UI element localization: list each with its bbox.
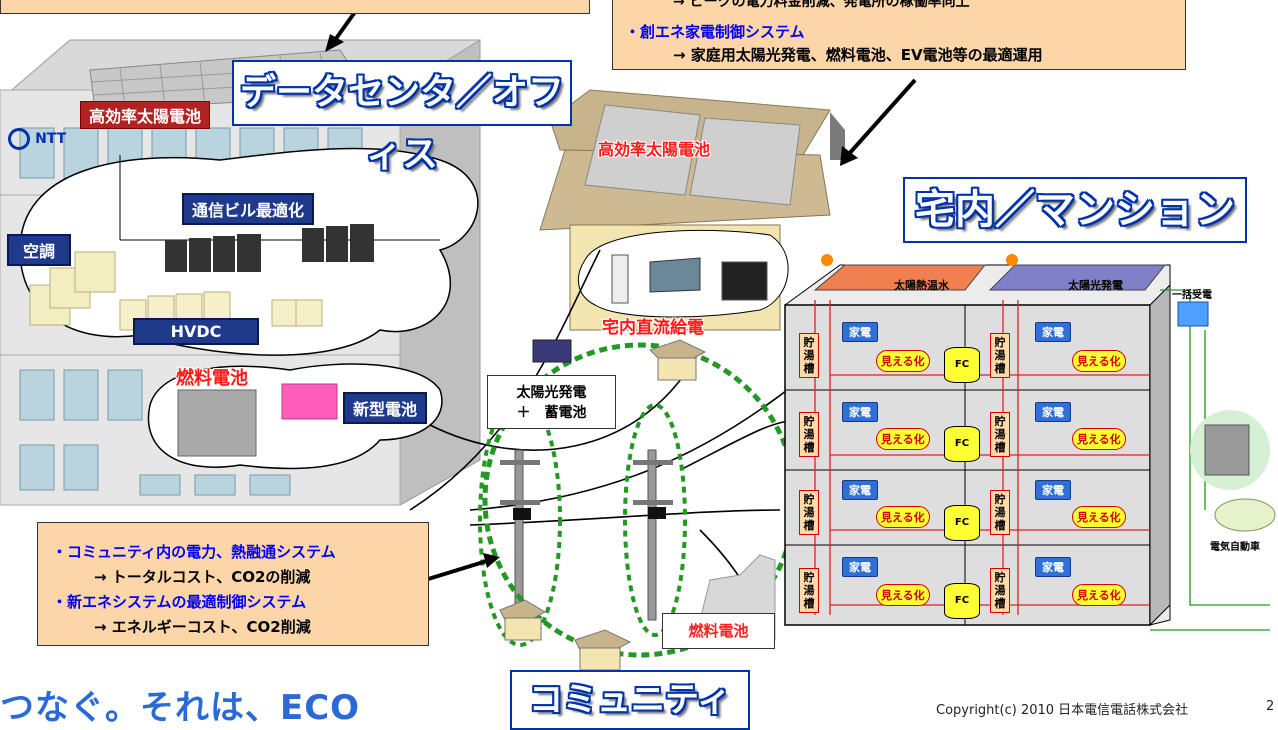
callout-bottom-left: ・コミュニティ内の電力、熱融通システム → トータルコスト、CO2の削減 ・新エ… xyxy=(37,522,429,646)
callout-bottom-left-line3: ・新エネシステムの最適制御システム xyxy=(52,593,307,611)
mansion-fc-2: FC xyxy=(944,426,980,462)
mansion-tank-1b: 貯湯槽 xyxy=(990,333,1010,378)
callout-top-left xyxy=(0,0,590,14)
mansion-mieru-1a: 見える化 xyxy=(876,350,930,372)
dc-optimize-label: 通信ビル最適化 xyxy=(182,193,315,225)
ntt-logo: NTT xyxy=(8,128,66,154)
mansion-solar-power-label: 太陽光発電 xyxy=(1068,279,1123,292)
callout-top-right-line2: ・創エネ家電制御システム xyxy=(625,23,805,41)
dc-solar-label: 高効率太陽電池 xyxy=(80,101,211,129)
mansion-kaden-4a: 家電 xyxy=(842,557,878,577)
mansion-mieru-2b: 見える化 xyxy=(1072,428,1126,450)
mansion-kaden-4b: 家電 xyxy=(1035,557,1071,577)
community-solar-storage-box: 太陽光発電 ＋ 蓄電池 xyxy=(487,375,616,429)
community-fuel-cell-label: 燃料電池 xyxy=(688,622,749,640)
callout-top-right: → ピークの電力料金削減、発電所の稼働率向上 ・創エネ家電制御システム → 家庭… xyxy=(612,0,1186,70)
mansion-tank-4a: 貯湯槽 xyxy=(799,568,819,613)
mansion-tank-2b: 貯湯槽 xyxy=(990,412,1010,457)
community-solar-line2: ＋ 蓄電池 xyxy=(516,405,587,421)
callout-bottom-left-line4: → エネルギーコスト、CO2削減 xyxy=(94,618,311,636)
title-home: 宅内／マンション xyxy=(903,177,1247,243)
mansion-mieru-4a: 見える化 xyxy=(876,584,930,606)
mansion-tank-3a: 貯湯槽 xyxy=(799,490,819,535)
mansion-mieru-4b: 見える化 xyxy=(1072,584,1126,606)
callout-top-right-line3: → 家庭用太陽光発電、燃料電池、EV電池等の最適運用 xyxy=(673,46,1043,64)
mansion-tank-1a: 貯湯槽 xyxy=(799,333,819,378)
dc-fuel-cell-label: 燃料電池 xyxy=(176,368,248,389)
copyright: Copyright(c) 2010 日本電信電話株式会社 xyxy=(936,703,1189,718)
mansion-fc-1: FC xyxy=(944,347,980,383)
dc-hvdc-label: HVDC xyxy=(133,318,259,345)
title-community: コミュニティ xyxy=(510,670,750,730)
mansion-ev-label: 電気自動車 xyxy=(1210,542,1260,553)
mansion-kaden-3b: 家電 xyxy=(1035,480,1071,500)
mansion-tank-2a: 貯湯槽 xyxy=(799,412,819,457)
mansion-kaden-1b: 家電 xyxy=(1035,322,1071,342)
mansion-kaden-2b: 家電 xyxy=(1035,402,1071,422)
callout-top-right-line1: → ピークの電力料金削減、発電所の稼働率向上 xyxy=(673,0,970,10)
mansion-solar-heat-label: 太陽熱温水 xyxy=(894,279,949,292)
community-solar-line1: 太陽光発電 xyxy=(516,385,587,401)
mansion-kaden-2a: 家電 xyxy=(842,402,878,422)
ntt-logo-icon xyxy=(8,128,30,150)
page-number: 2 xyxy=(1266,699,1275,714)
eco-slogan: つなぐ。それは、ECO xyxy=(0,688,361,728)
house-solar-label: 高効率太陽電池 xyxy=(598,140,711,159)
mansion-kaden-3a: 家電 xyxy=(842,480,878,500)
community-fuel-cell-box: 燃料電池 xyxy=(662,613,775,649)
title-datacenter: データセンタ／オフィス xyxy=(232,60,572,175)
dc-new-battery-label: 新型電池 xyxy=(343,392,428,424)
callout-bottom-left-line1: ・コミュニティ内の電力、熱融通システム xyxy=(52,543,336,561)
mansion-fc-4: FC xyxy=(944,583,980,619)
mansion-kaden-1a: 家電 xyxy=(842,322,878,342)
mansion-mieru-3a: 見える化 xyxy=(876,506,930,528)
mansion-tank-4b: 貯湯槽 xyxy=(990,568,1010,613)
mansion-mieru-2a: 見える化 xyxy=(876,428,930,450)
dc-aircon-label: 空調 xyxy=(7,234,72,266)
mansion-mieru-3b: 見える化 xyxy=(1072,506,1126,528)
mansion-mieru-1b: 見える化 xyxy=(1072,350,1126,372)
mansion-fc-3: FC xyxy=(944,505,980,541)
mansion-tank-3b: 貯湯槽 xyxy=(990,490,1010,535)
callout-bottom-left-line2: → トータルコスト、CO2の削減 xyxy=(94,568,311,586)
ntt-logo-text: NTT xyxy=(35,131,67,147)
house-dc-supply-label: 宅内直流給電 xyxy=(602,318,704,338)
mansion-bulk-receive-label: 一括受電 xyxy=(1172,290,1212,301)
